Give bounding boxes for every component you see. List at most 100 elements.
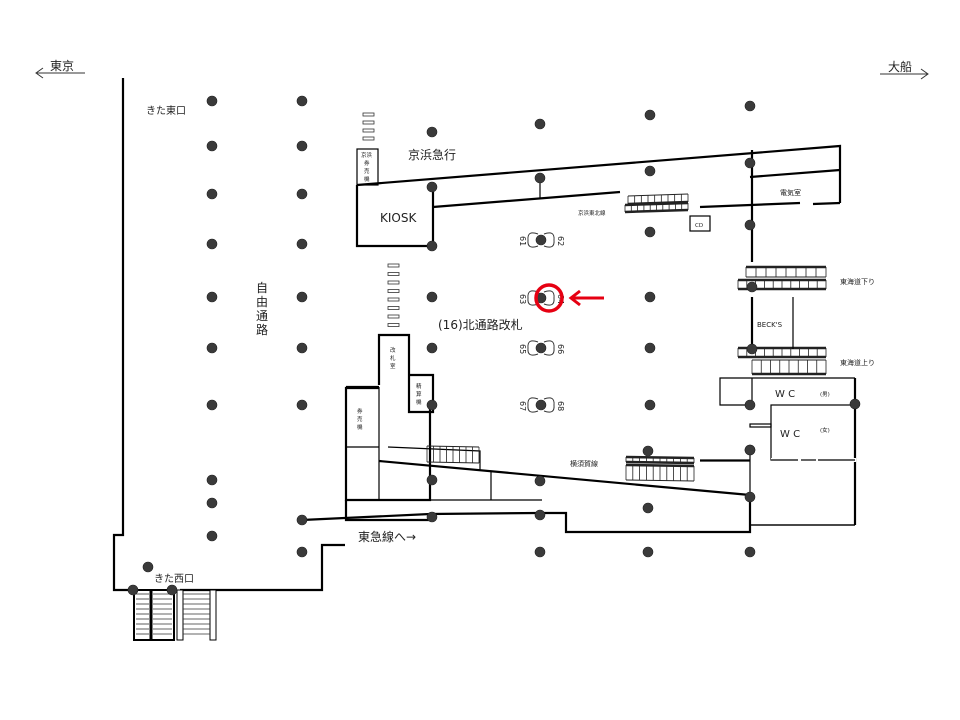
yokosuka-escalator [625,455,695,482]
ticket-slot [387,272,400,276]
ticket-office [377,333,435,414]
gate-flap-left [527,232,539,248]
pillar [644,165,656,177]
pillar [642,445,654,457]
svg-text:機: 機 [416,398,422,406]
pillar [127,584,139,596]
pillar [744,546,756,558]
pillar [206,497,218,509]
exit-kita-higashi: きた東口 [146,104,186,117]
tokaido-up-escalator [737,346,827,376]
wc-women-tag: (女) [820,426,830,434]
pillar [849,398,861,410]
becks-label: BECK'S [757,321,783,329]
gate-number-right: 66 [556,344,565,354]
pillar [426,126,438,138]
pillar [644,342,656,354]
pillar [744,399,756,411]
gate-flap-right [543,290,555,306]
svg-text:券: 券 [364,159,370,167]
direction-tokyo-label: 東京 [50,59,74,73]
pillar [744,219,756,231]
pillar [744,444,756,456]
ticket-slot [362,128,375,133]
pillar [426,240,438,252]
pillar [296,514,308,526]
pillar [644,399,656,411]
direction-tokyo: 東京 [35,59,85,79]
gate-flap-left [527,397,539,413]
svg-text:精: 精 [416,382,422,390]
yokosuka-small-escalator [426,445,480,464]
highlight-circle [534,283,564,313]
pillar [534,509,546,521]
wc-men-tag: (男) [820,391,830,398]
tokaido-up-label: 東海道上り [840,358,875,367]
ticket-slot [387,280,400,285]
pillar [206,291,218,303]
direction-ofuna-label: 大船 [888,60,912,74]
pillar [534,475,546,487]
pillar [746,281,758,293]
svg-text:札: 札 [390,354,396,362]
pillar [744,157,756,169]
pillar [206,342,218,354]
pillar [746,343,758,355]
ticket-slot [387,314,400,319]
ticket-slots-top [362,112,375,141]
pillar [142,561,154,573]
gate-flap-right [543,340,555,356]
ticket-slot [387,297,400,302]
svg-text:券: 券 [357,407,363,415]
pillar [534,172,546,184]
svg-text:機: 機 [364,175,370,183]
pillar [206,399,218,411]
ticket-slots-middle [387,263,400,327]
gate-flap-left [527,290,539,306]
gate-number-left: 67 [518,401,527,411]
svg-text:改: 改 [390,346,396,354]
kita-nishi-stairs [133,589,217,641]
gate-number-left: 63 [518,294,527,304]
svg-text:売: 売 [364,167,370,175]
pillar [296,342,308,354]
pillar [426,342,438,354]
pillar [296,188,308,200]
pillar [296,140,308,152]
pillar [166,584,178,596]
ticket-slot [387,263,400,268]
kiosk-label: KIOSK [380,211,417,225]
pillar [642,502,654,514]
gate-flap-right [543,232,555,248]
svg-text:機: 機 [357,423,363,431]
pillar [534,546,546,558]
pillar [296,291,308,303]
svg-text:室: 室 [390,362,396,370]
gate-post [535,342,547,354]
pillar [206,474,218,486]
pillar [426,399,438,411]
pillar [426,474,438,486]
gate-number-left: 61 [518,236,527,246]
kiosk [355,185,435,248]
svg-text:京浜: 京浜 [361,151,373,159]
svg-text:自: 自 [256,281,268,295]
arrow-right-icon [920,68,929,80]
outer-wall-left [112,78,128,592]
yokosuka-label: 横須賀線 [570,459,598,468]
tokaido-down-label: 東海道下り [840,277,875,286]
pillar [426,181,438,193]
pillar [296,95,308,107]
ticket-slot [387,306,400,310]
pillar [206,238,218,250]
svg-text:算: 算 [416,390,422,398]
free-passage-label: 自 由 通 路 [256,281,268,337]
tokyu-direction-label: 東急線へ→ [358,529,416,544]
pillar [206,188,218,200]
svg-text:通: 通 [256,309,268,323]
pillars [127,95,861,596]
